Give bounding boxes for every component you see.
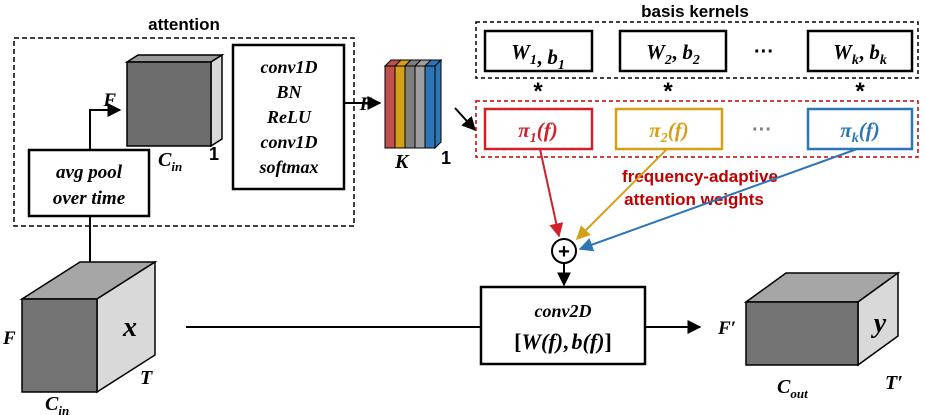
kernel-label-k: Wk, bk	[833, 40, 887, 68]
attention-cube-front	[126, 61, 212, 147]
attention-region	[13, 37, 355, 227]
layer-relu: ReLU	[266, 107, 312, 127]
layer-conv1d-a: conv1D	[261, 57, 318, 77]
kernel-label-1: W1, b1	[511, 40, 565, 73]
kernel-ellipsis: ···	[754, 41, 774, 63]
stack-layer	[414, 65, 426, 149]
kernel-label-2: W2, b2	[646, 40, 700, 68]
pi-ellipsis: ···	[752, 119, 772, 141]
stack-to-pi-arrow	[454, 107, 476, 132]
attention-weights-region	[475, 100, 919, 158]
pool-to-cube-arrow	[89, 103, 122, 150]
avg-pool-line2: over time	[53, 188, 126, 209]
conv2d-title: conv2D	[535, 301, 592, 321]
output-t-label: T′	[885, 372, 903, 394]
stack-layer	[404, 65, 416, 149]
input-x-label: x	[122, 312, 137, 343]
input-cin-label: Cin	[45, 393, 69, 415]
pi-label-k: πk(f)	[840, 118, 879, 146]
attention-one-label: 1	[209, 144, 219, 164]
pi-box-k	[806, 107, 914, 151]
attention-title: attention	[148, 15, 220, 34]
stack-layer	[394, 65, 406, 149]
star-k: *	[855, 78, 865, 105]
layer-bn: BN	[275, 82, 302, 102]
attention-cube-top	[124, 54, 225, 63]
pik-to-sum-arrow	[578, 148, 858, 252]
stack-layer	[384, 65, 396, 149]
stack-one-label: 1	[441, 148, 451, 168]
attention-cin-label: Cin	[158, 149, 182, 174]
kernel-box-2	[618, 29, 728, 73]
conv2d-box	[479, 285, 647, 366]
input-t-label: T	[140, 367, 153, 389]
pi2-to-sum-arrow	[576, 148, 668, 240]
pi-box-2	[614, 107, 724, 151]
kernel-box-k	[806, 29, 914, 73]
stack-side	[434, 58, 442, 150]
basis-kernels-title: basis kernels	[641, 2, 749, 21]
sum-symbol: +	[558, 241, 570, 263]
star-1: *	[533, 78, 543, 105]
output-cout-label: Cout	[777, 376, 808, 401]
pi-box-1	[483, 107, 594, 151]
input-cube-front	[21, 298, 98, 393]
avg-pool-line1: avg pool	[56, 162, 123, 183]
attention-cube-side	[210, 53, 223, 148]
layer-softmax: softmax	[258, 157, 318, 177]
output-y-label: y	[871, 308, 887, 339]
stack-freq-label: F	[359, 94, 373, 115]
pi1-to-sum-arrow	[539, 148, 564, 238]
pi-label-1: π1(f)	[518, 118, 557, 146]
output-cube-front	[745, 301, 859, 366]
attention-freq-label: F	[102, 90, 116, 111]
attention-weights-caption-2: attention weights	[624, 190, 764, 209]
star-2: *	[663, 78, 673, 105]
stack-layer	[424, 65, 436, 149]
layer-conv1d-b: conv1D	[261, 132, 318, 152]
stack-k-label: K	[394, 151, 410, 173]
conv2d-params: [W(f),b(f)]	[514, 329, 612, 354]
pi-label-2: π2(f)	[649, 118, 688, 146]
basis-kernels-region	[475, 21, 919, 79]
attention-layers-box	[231, 43, 346, 191]
output-f-label: F′	[717, 318, 736, 339]
input-f-label: F	[2, 328, 16, 349]
attention-weight-stack	[383, 58, 443, 150]
attention-weights-caption-1: frequency-adaptive	[622, 167, 778, 186]
kernel-box-1	[483, 29, 594, 73]
